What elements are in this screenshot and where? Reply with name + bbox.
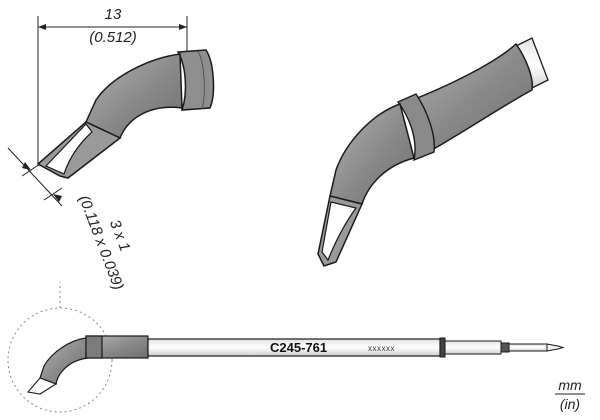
full-cartridge: C245-761 xxxxxx [7, 282, 565, 413]
perspective-view [317, 37, 549, 267]
cartridge-tip [39, 337, 89, 385]
tip-collar [176, 49, 215, 111]
tip-body [85, 53, 183, 140]
sleeve-collar [396, 93, 435, 162]
tip-bend [329, 103, 415, 205]
dim-length-in: (0.512) [89, 29, 137, 46]
magnifier-circle [7, 307, 113, 413]
unit-legend: mm (in) [555, 377, 585, 412]
sleeve-body [400, 42, 534, 152]
connector-band [439, 337, 446, 358]
cartridge-model: C245-761 [270, 340, 327, 355]
unit-primary: mm [558, 377, 582, 393]
dim-length-mm: 13 [105, 6, 122, 23]
detail-view: 13 (0.512) 3 x 1 (0.118 x 0.039) [7, 6, 215, 292]
cartridge-serial: xxxxxx [368, 344, 395, 353]
connector-pin [546, 343, 565, 352]
unit-secondary: (in) [560, 396, 580, 412]
